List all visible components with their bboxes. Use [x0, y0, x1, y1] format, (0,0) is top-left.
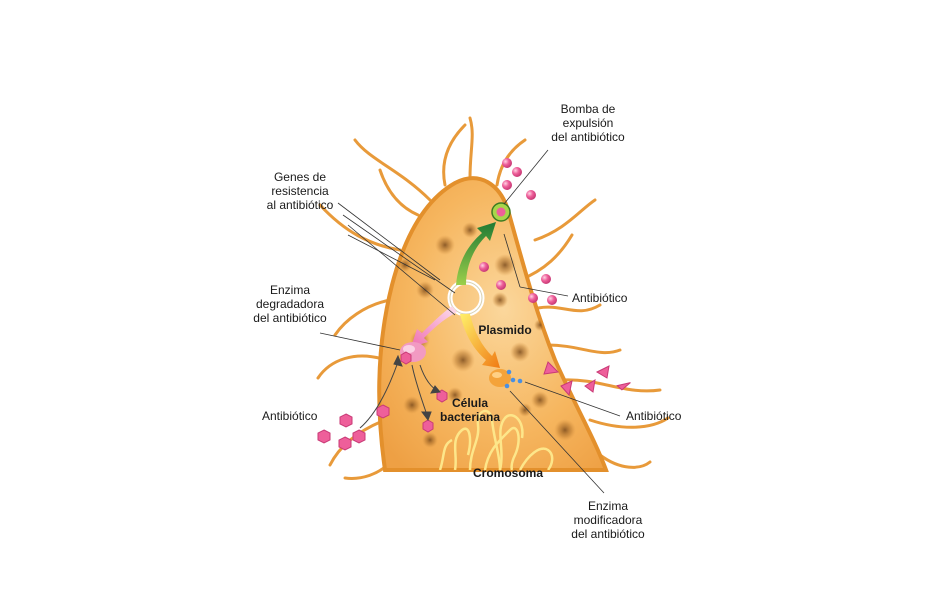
- label-modifying-enzyme: Enzima modificadora del antibiótico: [571, 499, 645, 541]
- antibiotic-entry-arrows: [359, 354, 441, 429]
- green-arrow: [456, 222, 496, 285]
- modifying-enzyme-icon: [489, 369, 523, 389]
- label-degrading-enzyme: Enzima degradadora del antibiótico: [253, 283, 327, 325]
- efflux-pump-icon: [491, 202, 511, 222]
- label-resistance-genes: Genes de resistencia al antibiótico: [266, 170, 334, 212]
- pink-arrow: [411, 306, 457, 347]
- label-antibiotic-right-bottom: Antibiótico: [626, 409, 682, 423]
- antibiotic-hexagons: [317, 351, 448, 451]
- leader-lines: [319, 149, 621, 494]
- orange-arrow: [460, 314, 500, 368]
- label-bacterial-cell: Célula bacteriana: [439, 396, 501, 424]
- antibiotic-spheres: [479, 158, 557, 305]
- antibiotic-triangles: [543, 361, 631, 397]
- label-antibiotic-right-top: Antibiótico: [572, 291, 628, 305]
- chromosome: [438, 409, 554, 470]
- cytoplasm-granules: [398, 222, 576, 448]
- label-efflux-pump: Bomba de expulsión del antibiótico: [551, 102, 625, 144]
- label-chromosome: Cromosoma: [472, 466, 543, 480]
- label-plasmid: Plasmido: [478, 323, 532, 337]
- label-antibiotic-left: Antibiótico: [262, 409, 318, 423]
